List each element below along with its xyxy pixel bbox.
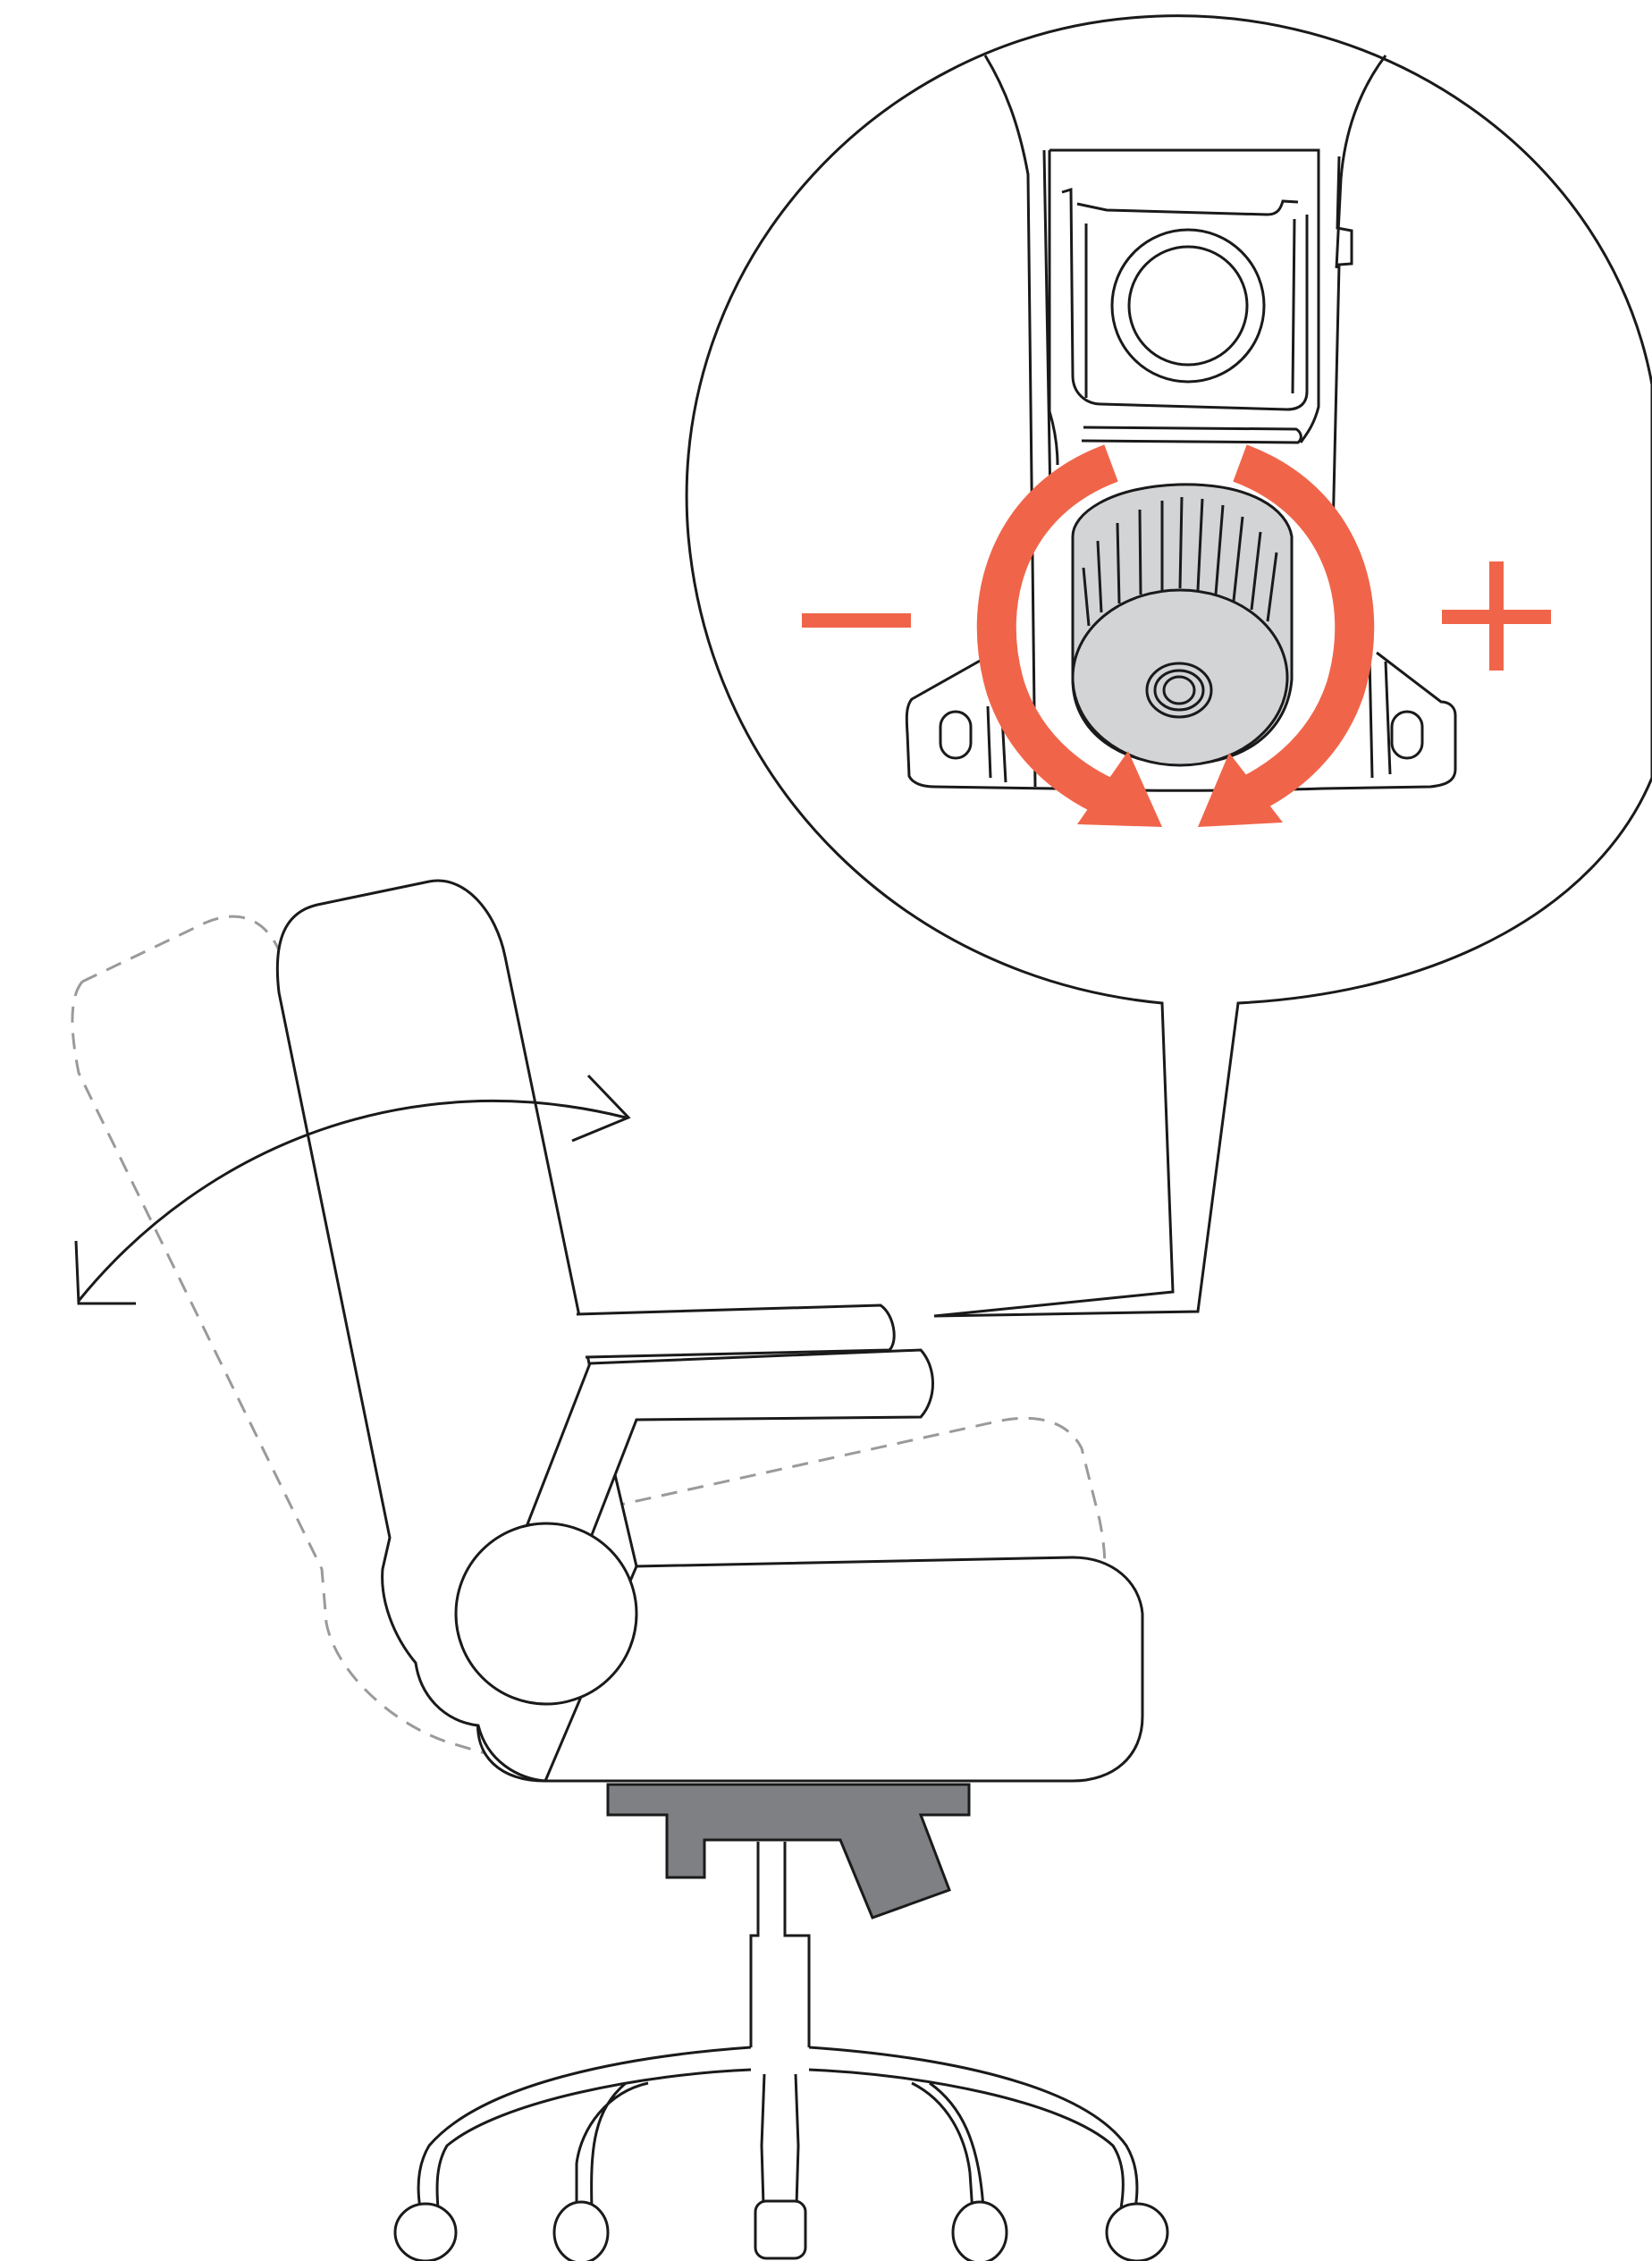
caster-left bbox=[554, 2202, 608, 2261]
minus-icon bbox=[802, 613, 911, 628]
caster-far-right bbox=[1107, 2204, 1167, 2261]
base-leg-far-left bbox=[418, 2047, 751, 2208]
decrease-label: − bbox=[853, 637, 860, 646]
increase-label: + bbox=[1493, 637, 1500, 646]
tension-knob bbox=[1073, 485, 1292, 765]
tilt-mechanism bbox=[608, 1784, 969, 1918]
caster-right bbox=[953, 2202, 1007, 2261]
base-leg-left bbox=[577, 2083, 648, 2213]
armrest-pivot bbox=[456, 1523, 636, 1704]
base-leg-right bbox=[912, 2083, 983, 2213]
caster-center bbox=[755, 2201, 805, 2258]
armrest-front bbox=[527, 1350, 933, 1540]
office-chair bbox=[277, 881, 1142, 1781]
chair-base bbox=[395, 1842, 1167, 2261]
gas-cylinder bbox=[751, 1842, 809, 2047]
caster-far-left bbox=[395, 2204, 456, 2261]
armrest-back bbox=[577, 1305, 894, 1357]
base-leg-far-right bbox=[809, 2047, 1137, 2208]
